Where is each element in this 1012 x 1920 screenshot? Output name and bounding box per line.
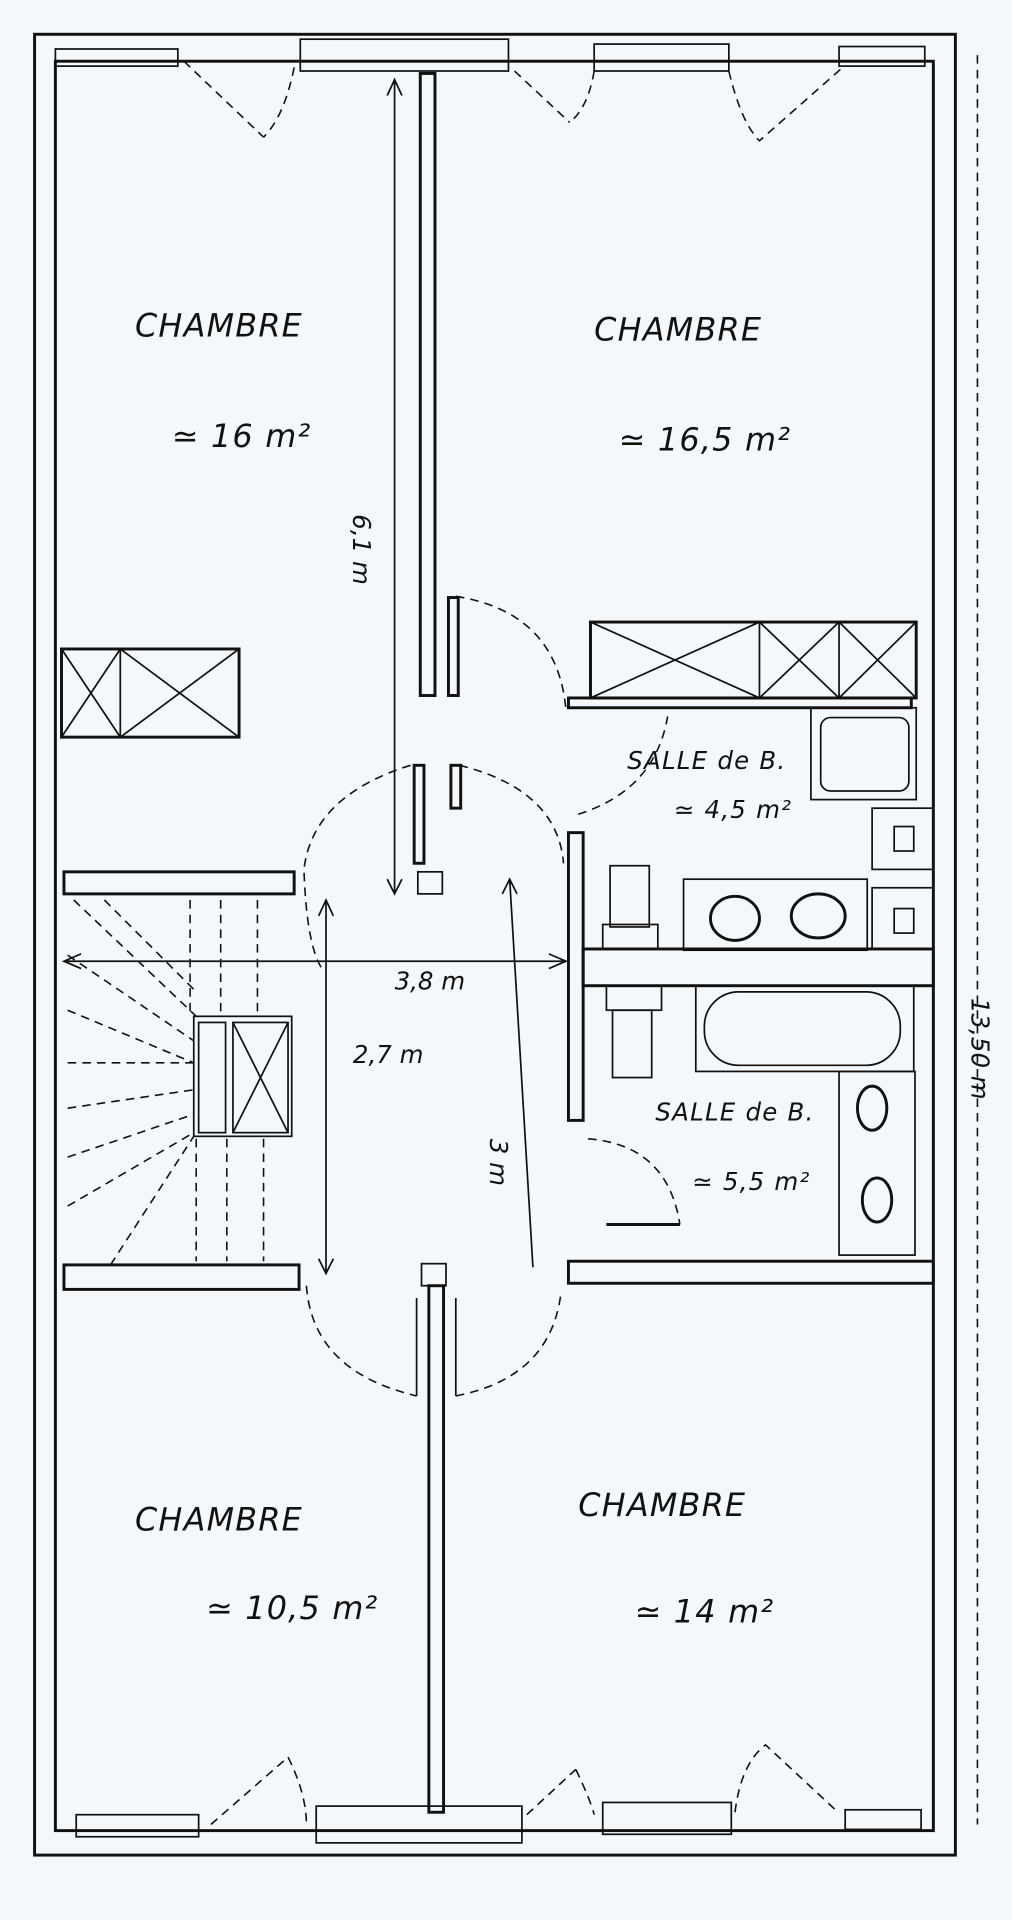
room-name-bedroom-4: CHAMBRE <box>578 1486 746 1524</box>
dimension-landing-left: 2,7 m <box>353 1040 424 1069</box>
room-area-bedroom-4: ≃ 14 m² <box>635 1592 775 1630</box>
dimension-total-length: 13,50 m <box>965 998 994 1100</box>
room-name-bedroom-1: CHAMBRE <box>135 307 303 345</box>
room-area-bedroom-3: ≃ 10,5 m² <box>206 1589 379 1627</box>
room-area-bathroom-2: ≃ 5,5 m² <box>692 1167 810 1196</box>
room-name-bedroom-2: CHAMBRE <box>594 310 762 348</box>
room-area-bedroom-2: ≃ 16,5 m² <box>619 421 792 459</box>
dimension-landing-width: 3,8 m <box>395 966 466 995</box>
room-name-bathroom-1: SALLE de B. <box>627 746 786 775</box>
dimension-landing-right: 3 m <box>484 1139 513 1186</box>
bathroom-fixtures <box>601 706 935 1256</box>
door-swings <box>303 595 681 1397</box>
stairs <box>67 899 293 1266</box>
closets <box>60 620 918 739</box>
dimension-corridor: 6,1 m <box>347 514 376 585</box>
window-swings <box>183 60 844 1826</box>
room-area-bedroom-1: ≃ 16 m² <box>172 417 312 455</box>
room-area-bathroom-1: ≃ 4,5 m² <box>674 795 792 824</box>
room-name-bathroom-2: SALLE de B. <box>655 1097 814 1126</box>
interior-walls <box>62 72 935 1814</box>
dimension-lines <box>61 55 979 1825</box>
room-name-bedroom-3: CHAMBRE <box>135 1501 303 1539</box>
windows <box>54 38 926 1844</box>
